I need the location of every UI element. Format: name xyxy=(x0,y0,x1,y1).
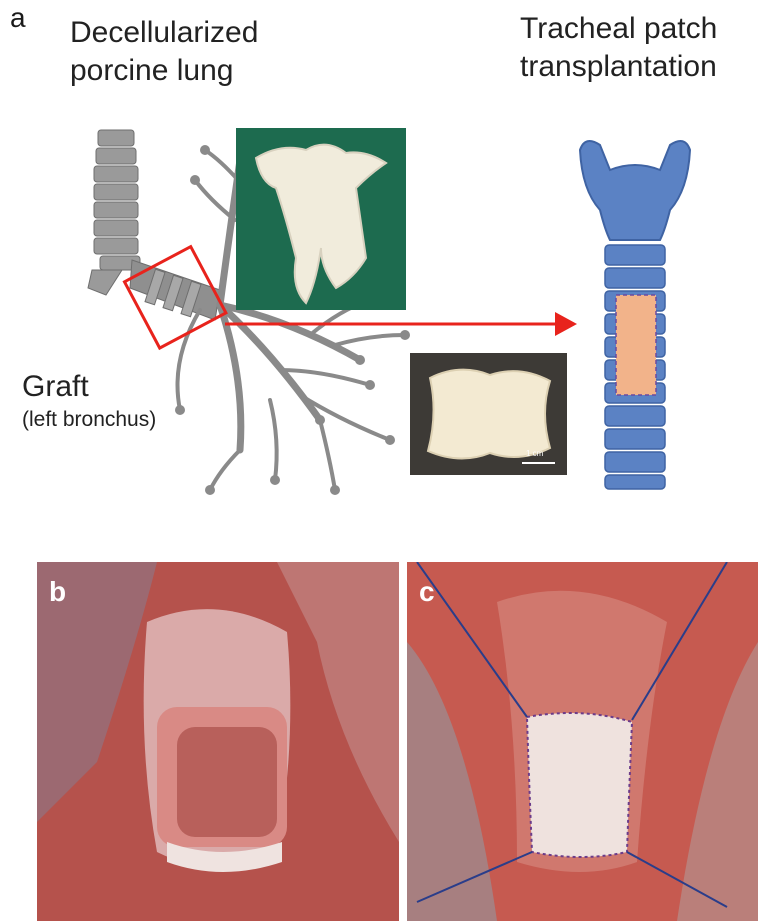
left-title-line2: porcine lung xyxy=(70,52,258,90)
panel-a-letter: a xyxy=(10,2,26,34)
right-title-line2: transplantation xyxy=(520,48,717,86)
decellularized-bronchus-photo xyxy=(236,128,406,310)
transfer-arrow xyxy=(225,310,585,340)
right-title: Tracheal patch transplantation xyxy=(520,10,717,86)
surgical-photo-b: b xyxy=(37,562,399,921)
panel-b-letter: b xyxy=(49,576,66,608)
left-title: Decellularized porcine lung xyxy=(70,14,258,90)
graft-label: Graft xyxy=(22,370,89,404)
trimmed-patch-photo: 1 cm xyxy=(410,353,567,475)
scale-bar-label: 1 cm xyxy=(526,449,543,458)
panel-c-letter: c xyxy=(419,576,435,608)
left-title-line1: Decellularized xyxy=(70,14,258,52)
trachea-patch-illustration xyxy=(570,130,700,490)
surgical-photo-c: c xyxy=(407,562,758,921)
graft-sublabel: (left bronchus) xyxy=(22,408,156,432)
right-title-line1: Tracheal patch xyxy=(520,10,717,48)
